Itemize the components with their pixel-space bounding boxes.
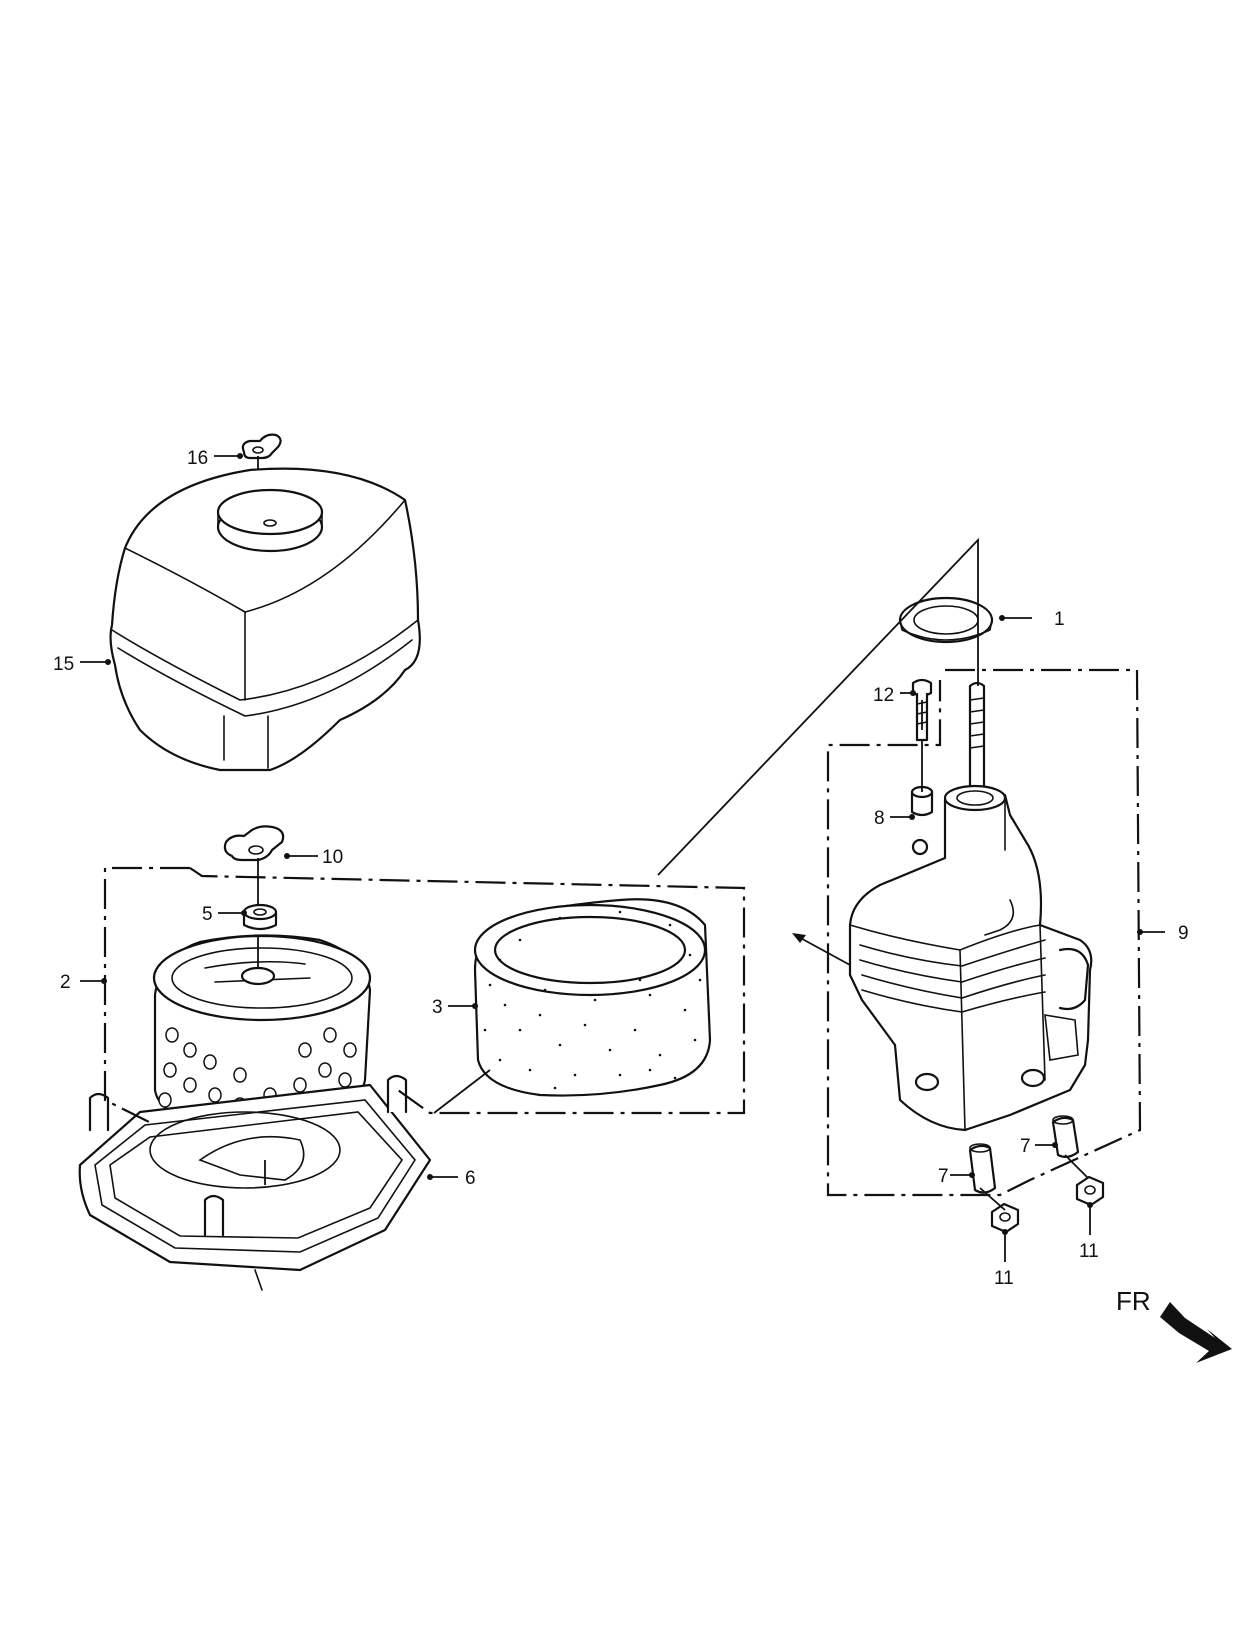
callout-7b: 7	[1020, 1136, 1031, 1157]
callout-leaders	[80, 453, 1165, 1262]
callout-11a: 11	[994, 1268, 1014, 1289]
callout-7a: 7	[938, 1166, 949, 1187]
callout-6: 6	[465, 1168, 476, 1189]
callout-1: 1	[1054, 609, 1065, 630]
part-1-gasket	[898, 596, 994, 644]
front-direction-label: FR	[1116, 1286, 1151, 1316]
part-5-grommet	[242, 903, 278, 931]
assembly-bracket-9	[826, 668, 1142, 1197]
part-16-wing-nut	[241, 433, 282, 460]
callout-9: 9	[1178, 923, 1189, 944]
front-direction-indicator: FR	[1116, 1286, 1232, 1363]
callout-12: 12	[873, 685, 894, 706]
callout-5: 5	[202, 904, 213, 925]
callout-3: 3	[432, 997, 443, 1018]
part-9-elbow-case	[848, 784, 1093, 1132]
callout-16: 16	[187, 448, 208, 469]
part-3-foam-element	[473, 898, 712, 1097]
callout-10: 10	[322, 847, 343, 868]
part-11-nut-b	[1075, 1175, 1105, 1207]
callout-8: 8	[874, 808, 885, 829]
front-direction-arrow-icon	[1160, 1302, 1232, 1363]
part-6-air-cleaner-base	[78, 1074, 432, 1291]
callout-labels: 1 2 3 5 6 7 7 8 9 10 11 11 12 15 16	[53, 448, 1189, 1289]
part-11-nut-a	[990, 1202, 1020, 1234]
part-7-stud-b	[1051, 1115, 1080, 1159]
reference-lines	[257, 456, 1089, 1211]
callout-2: 2	[60, 972, 71, 993]
part-10-wing-nut	[223, 825, 285, 862]
foam-texture	[483, 910, 702, 1090]
elbow-stud	[968, 681, 986, 800]
assembly-bracket-2	[103, 866, 746, 1126]
callout-11b: 11	[1079, 1241, 1099, 1262]
part-15-air-cleaner-cover	[109, 467, 421, 772]
part-7-stud-a	[968, 1143, 997, 1194]
part-8-collar	[910, 785, 934, 817]
callout-15: 15	[53, 654, 74, 675]
